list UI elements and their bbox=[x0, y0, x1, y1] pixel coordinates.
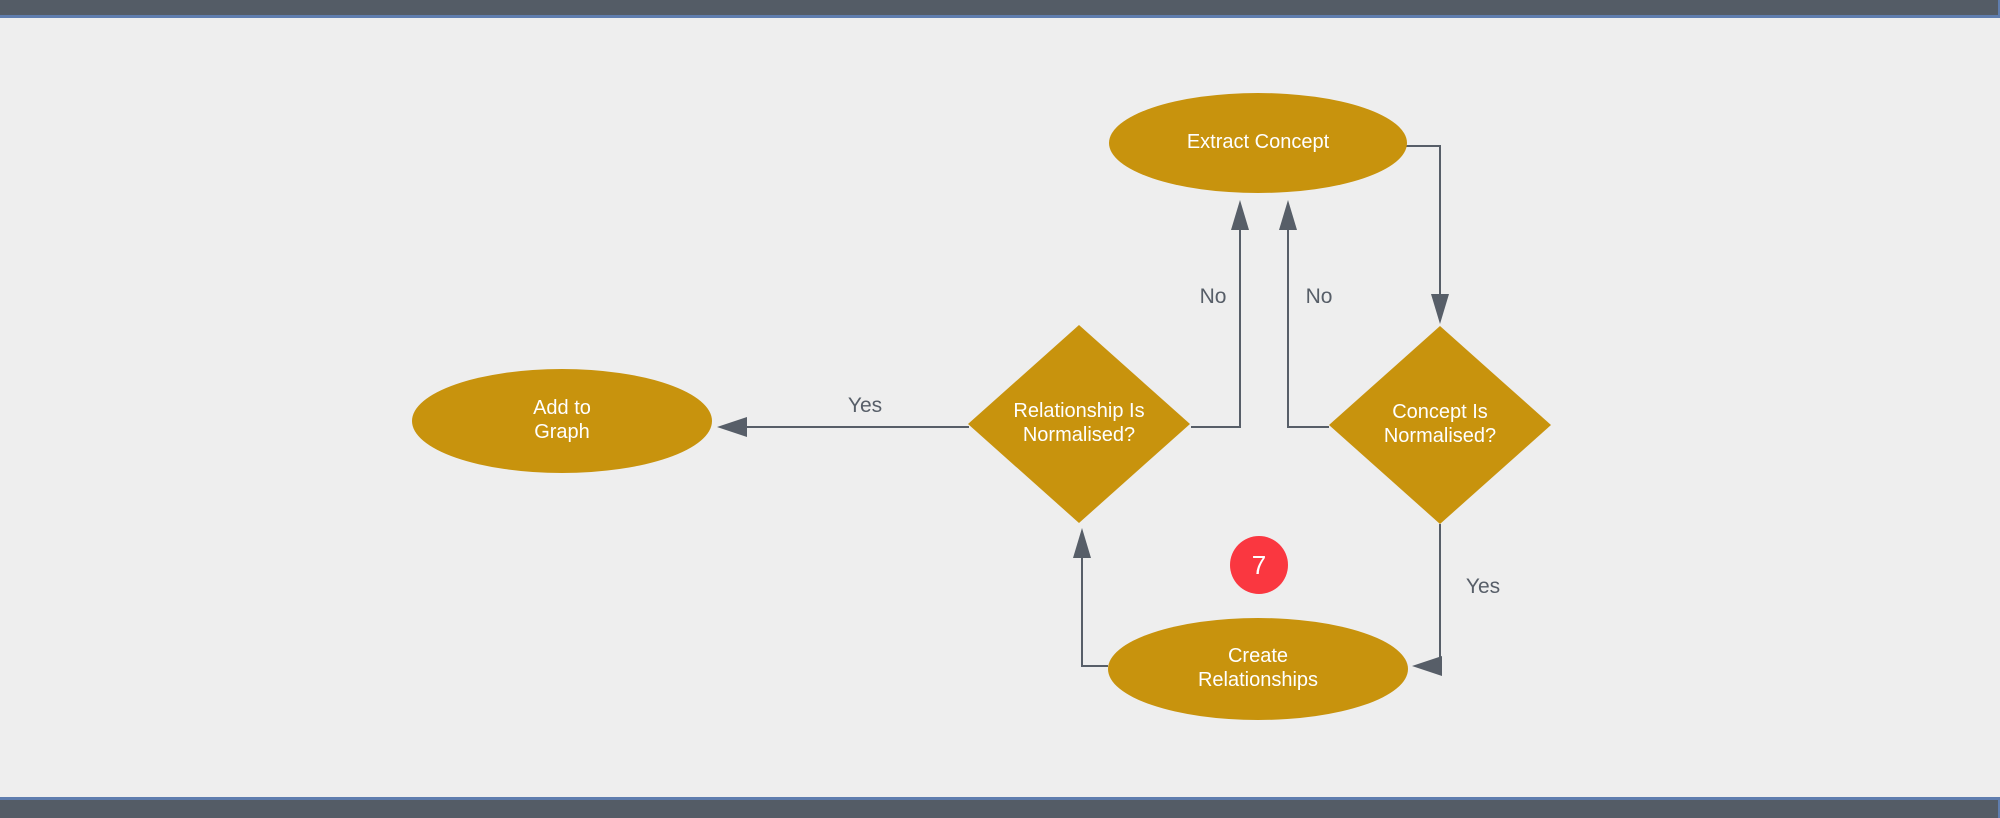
edge-relationship-yes-to-add bbox=[717, 417, 969, 437]
arrowhead-up-icon bbox=[1279, 200, 1297, 230]
edge-label-no-relationship: No bbox=[1199, 285, 1227, 308]
edge-label-no-concept: No bbox=[1305, 285, 1333, 308]
arrowhead-left-icon bbox=[1412, 656, 1442, 676]
arrowhead-up-icon bbox=[1231, 200, 1249, 230]
node-extract-concept: Extract Concept bbox=[1109, 93, 1407, 193]
edge-label-yes-create-relationships: Yes bbox=[1465, 575, 1501, 598]
node-create-relationships: Create Relationships bbox=[1108, 618, 1408, 720]
edge-relationship-no-to-extract bbox=[1191, 200, 1249, 428]
arrowhead-down-icon bbox=[1431, 294, 1449, 324]
arrowhead-left-icon bbox=[717, 417, 747, 437]
edge-concept-yes-to-create bbox=[1412, 524, 1442, 676]
edge-label-yes-add-to-graph: Yes bbox=[847, 394, 883, 417]
edge-create-to-relationship bbox=[1073, 528, 1108, 667]
edge-concept-no-to-extract bbox=[1279, 200, 1329, 428]
top-bar bbox=[0, 0, 2000, 18]
step-number-badge: 7 bbox=[1230, 536, 1288, 594]
edge-extract-to-concept bbox=[1405, 145, 1449, 324]
arrowhead-up-icon bbox=[1073, 528, 1091, 558]
node-add-to-graph: Add to Graph bbox=[412, 369, 712, 473]
bottom-bar bbox=[0, 797, 2000, 818]
